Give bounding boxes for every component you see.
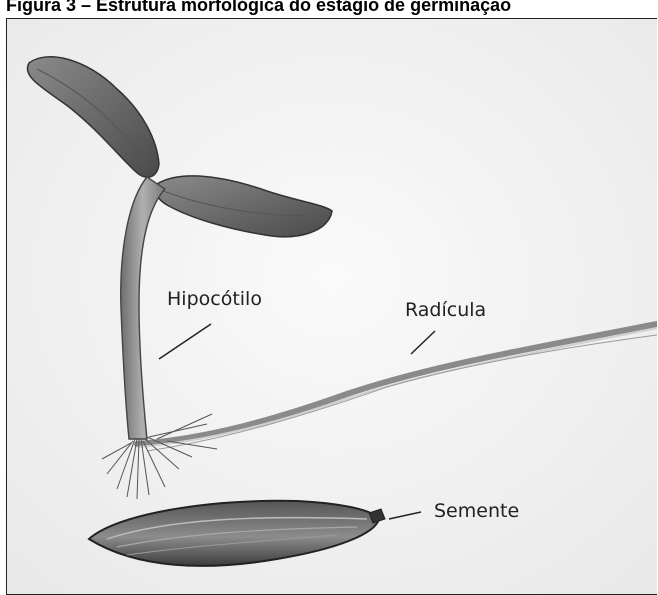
seedling-illustration: Hipocótilo Radícula Semente (6, 18, 657, 595)
figure-title: Figura 3 – Estrutura morfológica do está… (6, 0, 658, 19)
seed-label: Semente (434, 500, 519, 522)
hypocotyl-label: Hipocótilo (167, 288, 262, 310)
radicle-label: Radícula (405, 299, 486, 321)
